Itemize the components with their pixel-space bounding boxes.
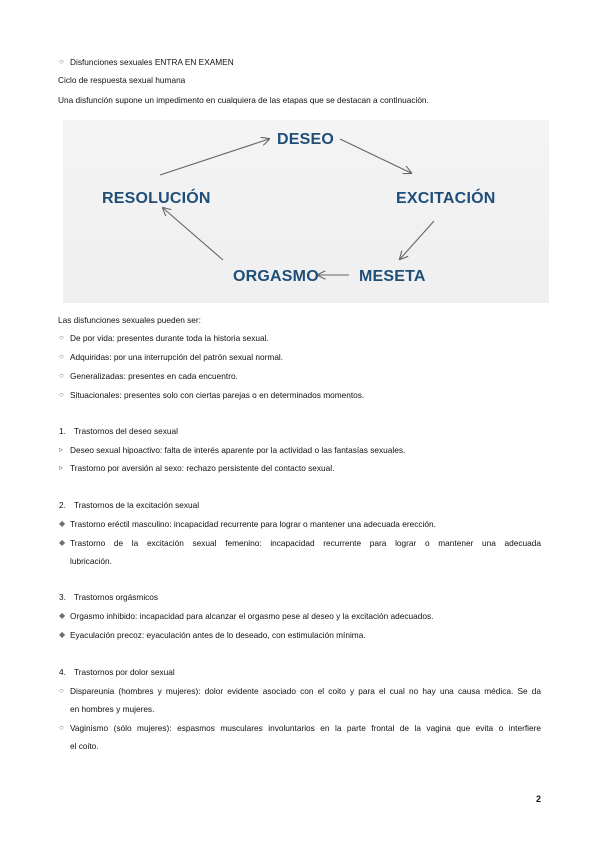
list-item-text: el coito. <box>70 741 99 751</box>
circle-bullet-icon: ○ <box>59 686 64 695</box>
diamond-bullet-icon: ◆ <box>59 519 66 528</box>
stage-meseta: MESETA <box>359 268 426 285</box>
stage-excitacion: EXCITACIÓN <box>396 190 496 207</box>
list-item: ○ Vaginismo (sólo mujeres): espasmos mus… <box>58 722 541 734</box>
list-item-text: Trastorno de la excitación sexual femeni… <box>70 538 541 548</box>
cycle-title: Ciclo de respuesta sexual humana <box>58 75 186 85</box>
list-item: ◆ Orgasmo inhibido: incapacidad para alc… <box>58 610 541 622</box>
list-item-text: Deseo sexual hipoactivo: falta de interé… <box>70 445 406 455</box>
page-number: 2 <box>535 794 541 804</box>
list-item-continuation: lubricación. <box>58 555 541 567</box>
section-heading: 3. Trastornos orgásmicos <box>58 591 541 603</box>
sexual-response-cycle-diagram: DESEO EXCITACIÓN MESETA ORGASMO RESOLUCI… <box>63 120 549 303</box>
list-item-text: lubricación. <box>70 556 112 566</box>
list-item-continuation: el coito. <box>58 740 541 752</box>
types-intro: Las disfunciones sexuales pueden ser: <box>58 315 201 325</box>
type-item: ○ Adquiridas: por una interrupción del p… <box>58 351 541 363</box>
type-item-text: De por vida: presentes durante toda la h… <box>70 333 269 343</box>
triangle-bullet-icon: ▹ <box>59 463 64 472</box>
section-number: 4. <box>59 667 66 677</box>
list-item-text: Orgasmo inhibido: incapacidad para alcan… <box>70 611 434 621</box>
diamond-bullet-icon: ◆ <box>59 630 66 639</box>
section-title: Trastornos del deseo sexual <box>74 426 178 436</box>
topic-bullet-text: Disfunciones sexuales ENTRA EN EXAMEN <box>70 57 234 67</box>
list-item: ◆ Trastorno de la excitación sexual feme… <box>58 537 541 549</box>
type-item-text: Adquiridas: por una interrupción del pat… <box>70 352 284 362</box>
section-title: Trastornos por dolor sexual <box>74 667 175 677</box>
section-number: 1. <box>59 426 66 436</box>
list-item-text: en hombres y mujeres. <box>70 704 155 714</box>
stage-orgasmo: ORGASMO <box>233 268 319 285</box>
circle-bullet-icon: ○ <box>59 371 64 380</box>
circle-bullet-icon: ○ <box>59 723 64 732</box>
list-item-text: Vaginismo (sólo mujeres): espasmos muscu… <box>70 723 541 733</box>
cycle-arrows <box>159 120 435 303</box>
triangle-bullet-icon: ▹ <box>59 445 64 454</box>
section-heading: 2. Trastornos de la excitación sexual <box>58 499 541 511</box>
list-item-continuation: en hombres y mujeres. <box>58 703 541 715</box>
arrow-orgasmo-to-resolucion <box>163 208 224 261</box>
arrow-resolucion-to-deseo <box>159 139 269 176</box>
diamond-bullet-icon: ◆ <box>59 538 66 547</box>
list-item-text: Trastorno por aversión al sexo: rechazo … <box>70 463 335 473</box>
list-item-text: Eyaculación precoz: eyaculación antes de… <box>70 630 366 640</box>
stage-resolucion: RESOLUCIÓN <box>102 190 211 207</box>
stage-deseo: DESEO <box>277 131 335 148</box>
intro-paragraph: Una disfunción supone un impedimento en … <box>58 95 429 105</box>
list-item-text: Dispareunia (hombres y mujeres): dolor e… <box>70 686 541 696</box>
circle-bullet-icon: ○ <box>59 390 64 399</box>
section-heading: 4. Trastornos por dolor sexual <box>58 666 541 678</box>
list-item: ○ Dispareunia (hombres y mujeres): dolor… <box>58 685 541 697</box>
type-item: ○ Situacionales: presentes solo con cier… <box>58 389 541 401</box>
list-item: ◆ Eyaculación precoz: eyaculación antes … <box>58 629 541 641</box>
section-title: Trastornos orgásmicos <box>74 592 159 602</box>
type-item-text: Situacionales: presentes solo con cierta… <box>70 390 365 400</box>
circle-bullet-icon: ○ <box>59 352 64 361</box>
list-item: ◆ Trastorno eréctil masculino: incapacid… <box>58 518 541 530</box>
arrow-deseo-to-excitacion <box>339 138 411 173</box>
section-heading: 1. Trastornos del deseo sexual <box>58 425 541 437</box>
section-title: Trastornos de la excitación sexual <box>74 500 200 510</box>
type-item: ○ De por vida: presentes durante toda la… <box>58 332 541 344</box>
type-item-text: Generalizadas: presentes en cada encuent… <box>70 371 238 381</box>
section-number: 2. <box>59 500 66 510</box>
circle-bullet-icon: ○ <box>59 57 64 66</box>
diamond-bullet-icon: ◆ <box>59 611 66 620</box>
list-item: ▹ Trastorno por aversión al sexo: rechaz… <box>58 462 541 474</box>
type-item: ○ Generalizadas: presentes en cada encue… <box>58 370 541 382</box>
topic-bullet: ○ Disfunciones sexuales ENTRA EN EXAMEN <box>58 56 541 68</box>
circle-bullet-icon: ○ <box>59 333 64 342</box>
section-number: 3. <box>59 592 66 602</box>
list-item-text: Trastorno eréctil masculino: incapacidad… <box>70 519 436 529</box>
list-item: ▹ Deseo sexual hipoactivo: falta de inte… <box>58 444 541 456</box>
arrow-excitacion-to-meseta <box>400 220 435 259</box>
